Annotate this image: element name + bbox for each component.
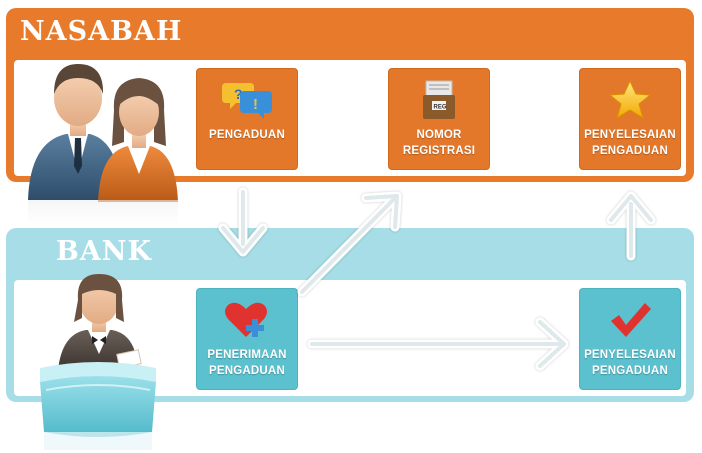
step-label: PENYELESAIAN PENGADUAN (584, 127, 676, 159)
step-label-line2: PENGADUAN (592, 145, 668, 157)
lane-title-bank: BANK (56, 236, 152, 267)
svg-text:!: ! (253, 96, 258, 113)
customers-illustration (28, 64, 178, 225)
step-label-line1: PENYELESAIAN (584, 129, 676, 141)
step-label-line2: REGISTRASI (402, 145, 476, 157)
bank-teller-illustration (40, 274, 156, 450)
step-pengaduan: ? ! PENGADUAN (196, 68, 298, 170)
step-label: PENYELESAIAN PENGADUAN (584, 347, 676, 379)
step-label: NOMOR REGISTRASI (403, 127, 475, 159)
lane-title-nasabah: NASABAH (20, 16, 183, 47)
step-penerimaan: PENERIMAAN PENGADUAN (196, 288, 298, 390)
speech-bubbles-icon: ? ! (222, 83, 272, 119)
checkmark-icon (611, 303, 651, 337)
step-label: PENGADUAN (209, 129, 285, 141)
svg-text:?: ? (234, 86, 243, 102)
step-penyelesaian-bank: PENYELESAIAN PENGADUAN (579, 288, 681, 390)
step-label: PENERIMAAN PENGADUAN (207, 347, 286, 379)
step-penyelesaian-nasabah: PENYELESAIAN PENGADUAN (579, 68, 681, 170)
star-icon (608, 79, 652, 120)
heart-plus-icon (225, 302, 267, 337)
man-figure (28, 64, 122, 200)
step-label-line1: PENERIMAAN (207, 349, 287, 361)
step-label-line2: PENGADUAN (592, 365, 668, 377)
step-label-line2: PENGADUAN (209, 365, 285, 377)
step-nomor-registrasi: REG NOMOR REGISTRASI (388, 68, 490, 170)
file-box-icon: REG (423, 80, 455, 119)
step-label-line1: PENYELESAIAN (584, 349, 676, 361)
step-label-line1: NOMOR (416, 129, 462, 141)
woman-figure (98, 78, 178, 202)
file-box-tag: REG (434, 105, 447, 111)
